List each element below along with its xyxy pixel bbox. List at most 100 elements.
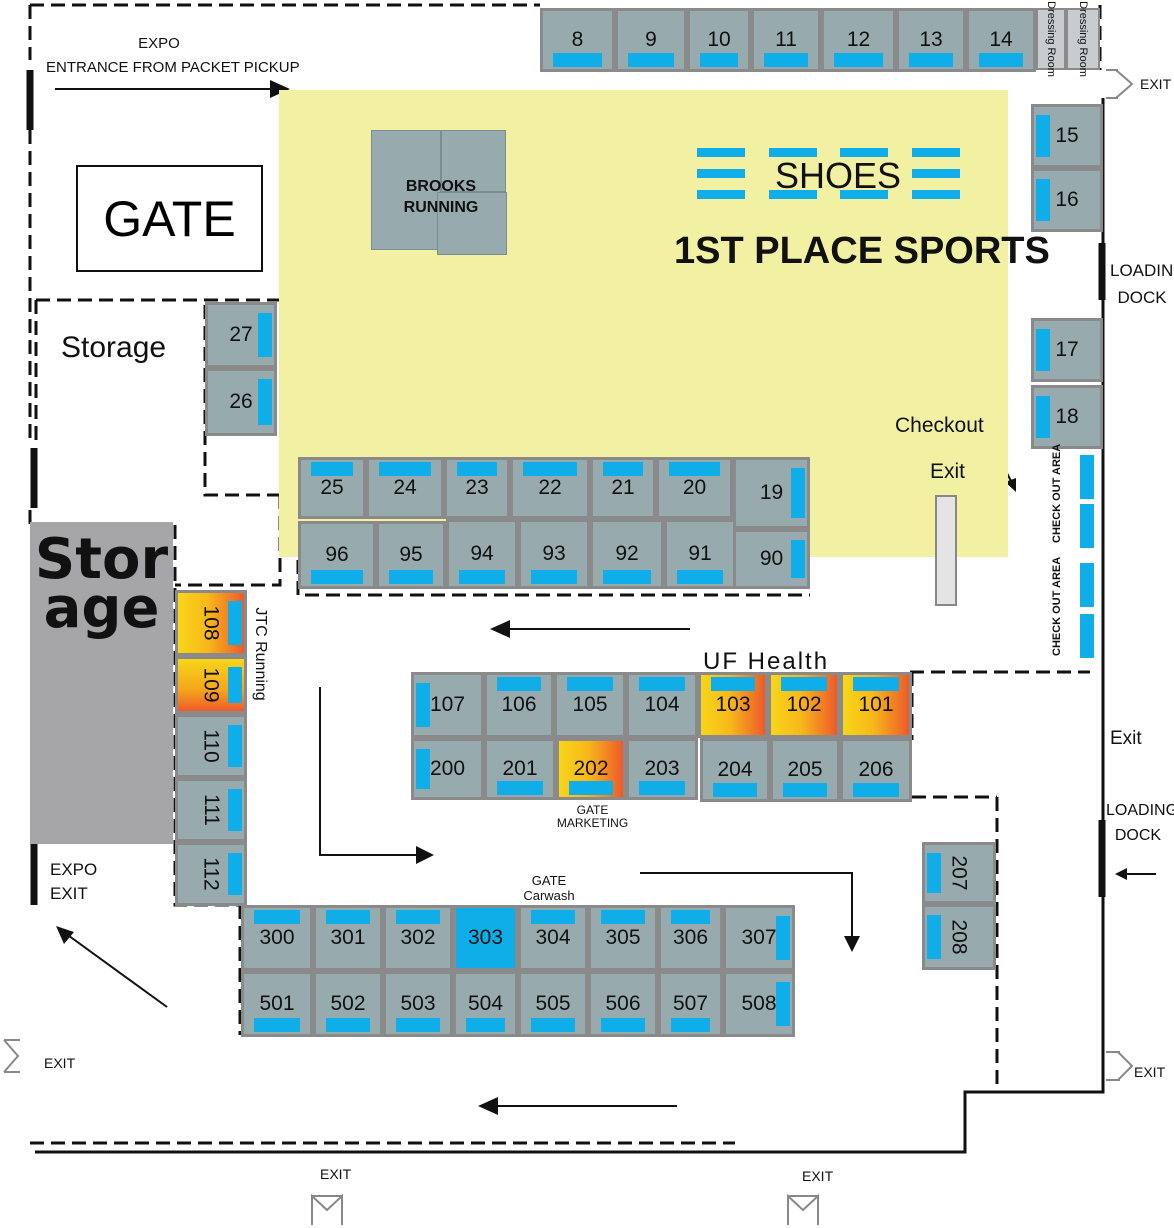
dressing-room-2-label: Dressing Room (1077, 1, 1089, 77)
booth-104[interactable]: 104 (626, 672, 698, 738)
booth-504[interactable]: 504 (453, 971, 518, 1037)
booth-305[interactable]: 305 (588, 905, 658, 971)
shoe-table (840, 190, 888, 199)
booth-206[interactable]: 206 (840, 738, 912, 802)
booth-number: 307 (741, 926, 777, 949)
booth-503[interactable]: 503 (383, 971, 453, 1037)
booth-203[interactable]: 203 (626, 738, 698, 800)
booth-95[interactable]: 95 (376, 521, 446, 589)
booth-306[interactable]: 306 (658, 905, 723, 971)
booth-208[interactable]: 208 (922, 904, 996, 970)
booth-304[interactable]: 304 (518, 905, 588, 971)
booth-301[interactable]: 301 (313, 905, 383, 971)
booth-table (523, 462, 577, 476)
booth-17[interactable]: 17 (1031, 318, 1103, 382)
booth-205[interactable]: 205 (770, 738, 840, 802)
booth-91[interactable]: 91 (664, 519, 736, 589)
booth-18[interactable]: 18 (1031, 385, 1103, 449)
booth-table (677, 570, 723, 584)
gate-marketing-label: GATE MARKETING (556, 803, 629, 830)
booth-207[interactable]: 207 (922, 842, 996, 904)
booth-table (853, 677, 899, 691)
booth-8[interactable]: 8 (540, 8, 615, 72)
booth-16[interactable]: 16 (1031, 168, 1103, 232)
booth-103[interactable]: 103 (698, 672, 768, 738)
booth-23[interactable]: 23 (444, 457, 510, 519)
booth-106[interactable]: 106 (484, 672, 554, 738)
booth-14[interactable]: 14 (966, 8, 1036, 72)
booth-300[interactable]: 300 (241, 905, 313, 971)
shoe-table (912, 148, 960, 157)
booth-table (671, 1018, 710, 1032)
booth-201[interactable]: 201 (484, 738, 556, 800)
expo-entrance-label: EXPO ENTRANCE FROM PACKET PICKUP (46, 32, 300, 80)
shoe-table (912, 190, 960, 199)
booth-number: 504 (467, 992, 504, 1015)
booth-table (783, 783, 827, 797)
booth-10[interactable]: 10 (687, 8, 751, 72)
booth-11[interactable]: 11 (751, 8, 821, 72)
booth-number: 92 (615, 542, 639, 565)
booth-27[interactable]: 27 (205, 302, 277, 368)
booth-303[interactable]: 303 (453, 905, 518, 971)
booth-307[interactable]: 307 (723, 905, 795, 971)
booth-200[interactable]: 200 (411, 738, 484, 800)
brooks-booth-b[interactable] (441, 130, 506, 192)
booth-502[interactable]: 502 (313, 971, 383, 1037)
booth-12[interactable]: 12 (821, 8, 896, 72)
booth-table (228, 725, 242, 767)
booth-22[interactable]: 22 (510, 457, 590, 519)
booth-table (834, 53, 883, 67)
booth-number: 19 (759, 481, 784, 504)
booth-24[interactable]: 24 (366, 457, 444, 519)
booth-26[interactable]: 26 (205, 368, 277, 436)
booth-94[interactable]: 94 (446, 519, 518, 589)
booth-20[interactable]: 20 (656, 457, 733, 519)
booth-13[interactable]: 13 (896, 8, 966, 72)
shoe-table (697, 148, 745, 157)
booth-202[interactable]: 202 (556, 738, 626, 800)
booth-107[interactable]: 107 (411, 672, 484, 738)
booth-507[interactable]: 507 (658, 971, 723, 1037)
gate-box: GATE (76, 165, 263, 272)
booth-table (853, 783, 899, 797)
booth-508[interactable]: 508 (723, 971, 795, 1037)
booth-505[interactable]: 505 (518, 971, 588, 1037)
jtc-running-label: JTC Running (252, 607, 269, 701)
brooks-booth-c[interactable] (437, 192, 507, 255)
booth-number: 17 (1055, 338, 1079, 361)
booth-table (603, 570, 651, 584)
booth-15[interactable]: 15 (1031, 104, 1103, 168)
booth-number: 112 (199, 857, 223, 891)
checkout-table-3 (1080, 563, 1094, 607)
brooks-label: BROOKS RUNNING (381, 176, 501, 218)
booth-302[interactable]: 302 (383, 905, 453, 971)
booth-93[interactable]: 93 (518, 519, 590, 589)
booth-108[interactable]: 108 (175, 590, 247, 656)
booth-table (258, 313, 272, 357)
booth-204[interactable]: 204 (700, 738, 770, 802)
booth-506[interactable]: 506 (588, 971, 658, 1037)
booth-501[interactable]: 501 (241, 971, 313, 1037)
booth-112[interactable]: 112 (175, 842, 247, 906)
booth-number: 16 (1055, 188, 1079, 211)
brooks-booth-a[interactable] (371, 130, 441, 250)
booth-25[interactable]: 25 (298, 457, 366, 519)
booth-number: 25 (320, 476, 344, 499)
booth-90[interactable]: 90 (733, 529, 810, 589)
booth-9[interactable]: 9 (615, 8, 687, 72)
booth-105[interactable]: 105 (554, 672, 626, 738)
booth-table (254, 1018, 300, 1032)
booth-92[interactable]: 92 (590, 519, 664, 589)
booth-109[interactable]: 109 (175, 656, 247, 714)
booth-102[interactable]: 102 (768, 672, 840, 738)
booth-19[interactable]: 19 (733, 457, 810, 529)
booth-111[interactable]: 111 (175, 778, 247, 842)
booth-table (531, 570, 577, 584)
booth-101[interactable]: 101 (840, 672, 912, 738)
exit-bottom-right-label: EXIT (1134, 1064, 1166, 1080)
booth-96[interactable]: 96 (298, 521, 376, 589)
booth-21[interactable]: 21 (590, 457, 656, 519)
booth-110[interactable]: 110 (175, 714, 247, 778)
booth-table (639, 781, 685, 795)
